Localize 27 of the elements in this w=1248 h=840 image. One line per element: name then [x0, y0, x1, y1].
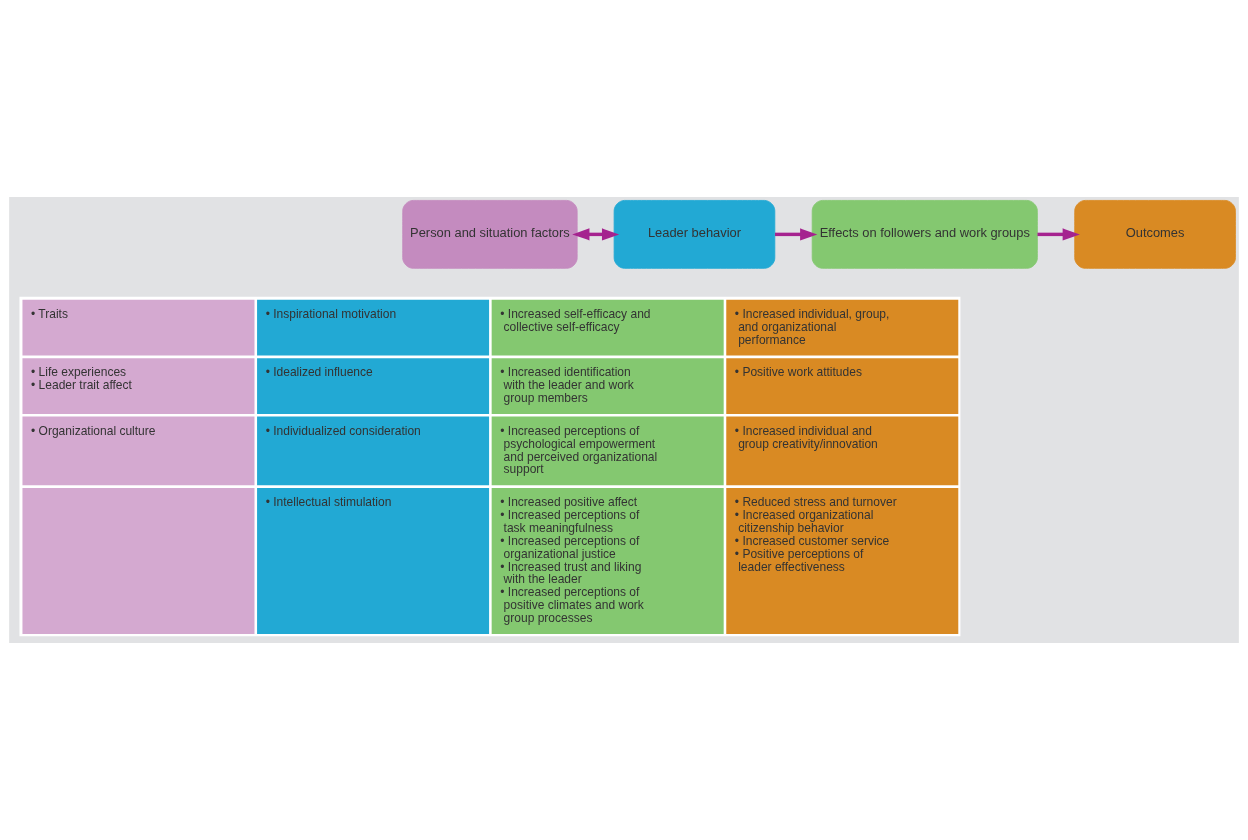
node-box: Outcomes [1074, 200, 1236, 269]
label: • Positive work attitudes [734, 365, 862, 380]
arrow [572, 228, 620, 241]
label: • Increased organizational citizenship behavior [734, 508, 874, 535]
node-box: Person and situation factors [402, 200, 578, 269]
label: • Increased individual, group, and organizational performance [734, 306, 890, 347]
label: • Intellectual stimulation [265, 495, 392, 510]
label: • Increased positive affect [500, 495, 638, 510]
node-box: Effects on followers and work groups [811, 200, 1038, 269]
label: • Increased individual and group creativity/innovation [734, 423, 878, 451]
label: • Positive perceptions of leader effectiveness [734, 546, 864, 574]
label: • Increased perceptions of positive climates and work group processes [500, 585, 644, 626]
label: • Increased self-efficacy and collective self-efficacy [500, 306, 651, 334]
label: • Increased identification with the leader and work group members [500, 365, 634, 406]
label: • Reduced stress and turnover [734, 495, 897, 510]
label: • Idealized influence [265, 365, 373, 380]
label: • Organizational culture [31, 423, 156, 438]
label: • Leader trait affect [31, 378, 132, 393]
label: • Traits [31, 306, 68, 321]
label: • Life experiences [31, 365, 127, 380]
label: • Individualized consideration [265, 423, 421, 438]
label: • Inspirational motivation [265, 306, 397, 321]
label: • Increased perceptions of task meaningfulness [500, 508, 640, 535]
node-box: Leader behavior [613, 200, 776, 269]
arrow [1037, 228, 1080, 241]
label: • Increased perceptions of psychological empowerment and perceived organizational support [500, 423, 658, 477]
arrow [775, 228, 818, 241]
